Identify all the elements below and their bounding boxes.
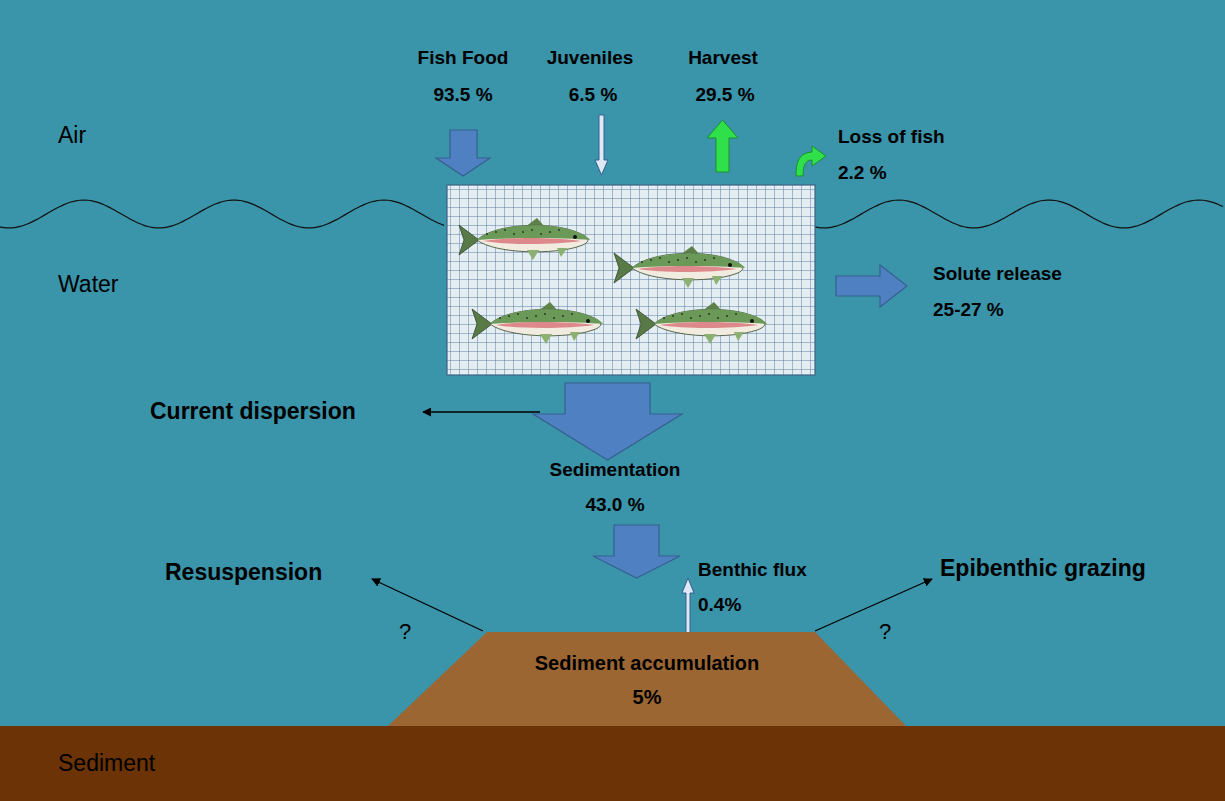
flow-label: Epibenthic grazing xyxy=(940,555,1146,581)
loss-arrow xyxy=(796,146,826,176)
flow-label: 2.2 % xyxy=(838,162,887,184)
flow-label: Sedimentation xyxy=(550,459,681,481)
flow-label: Juveniles xyxy=(547,47,634,69)
flow-label: Solute release xyxy=(933,263,1062,285)
input-arrow xyxy=(436,130,490,176)
flow-label: 25-27 % xyxy=(933,299,1004,321)
flow-label: Fish Food xyxy=(418,47,509,69)
flow-label: 29.5 % xyxy=(695,84,754,106)
trout xyxy=(636,302,767,344)
harvest-arrow xyxy=(707,120,738,172)
flow-label: Harvest xyxy=(688,47,758,69)
fish-group xyxy=(459,218,767,344)
input-arrow xyxy=(595,115,608,175)
flow-label: Resuspension xyxy=(165,559,322,585)
node-text: 5% xyxy=(633,680,662,714)
trout xyxy=(472,302,603,344)
flow-label: 6.5 % xyxy=(569,84,618,106)
flow-label: 43.0 % xyxy=(585,494,644,516)
flow-label: 93.5 % xyxy=(433,84,492,106)
wave-line xyxy=(815,200,1223,228)
flow-label: Current dispersion xyxy=(150,398,356,424)
benthic-flux-arrow xyxy=(682,578,694,633)
flow-label: ? xyxy=(879,619,891,644)
sedimentation-arrow xyxy=(593,525,680,578)
solute-arrow xyxy=(836,265,907,307)
dispersion-arrow xyxy=(423,411,540,412)
sedimentation-arrow xyxy=(533,383,682,460)
flow-label: Loss of fish xyxy=(838,126,945,148)
flow-label: Benthic flux xyxy=(698,559,807,581)
wave-line xyxy=(0,200,444,228)
flow-label: Air xyxy=(58,122,86,148)
node-text: Sediment accumulation xyxy=(535,646,760,680)
sediment-mound: Sediment accumulation5% xyxy=(388,632,906,726)
mound-outline xyxy=(388,632,906,726)
flow-label: Water xyxy=(58,271,119,297)
net-cage xyxy=(447,185,815,375)
resuspension-arrow xyxy=(372,579,483,631)
trout xyxy=(459,218,590,260)
sediment-band: Sediment xyxy=(0,726,1225,801)
node-text: Sediment xyxy=(58,726,155,801)
flow-label: ? xyxy=(399,619,411,644)
flow-label: 0.4% xyxy=(698,594,741,616)
mound-shape xyxy=(388,632,906,726)
grazing-arrow xyxy=(815,579,932,631)
trout xyxy=(614,246,745,288)
